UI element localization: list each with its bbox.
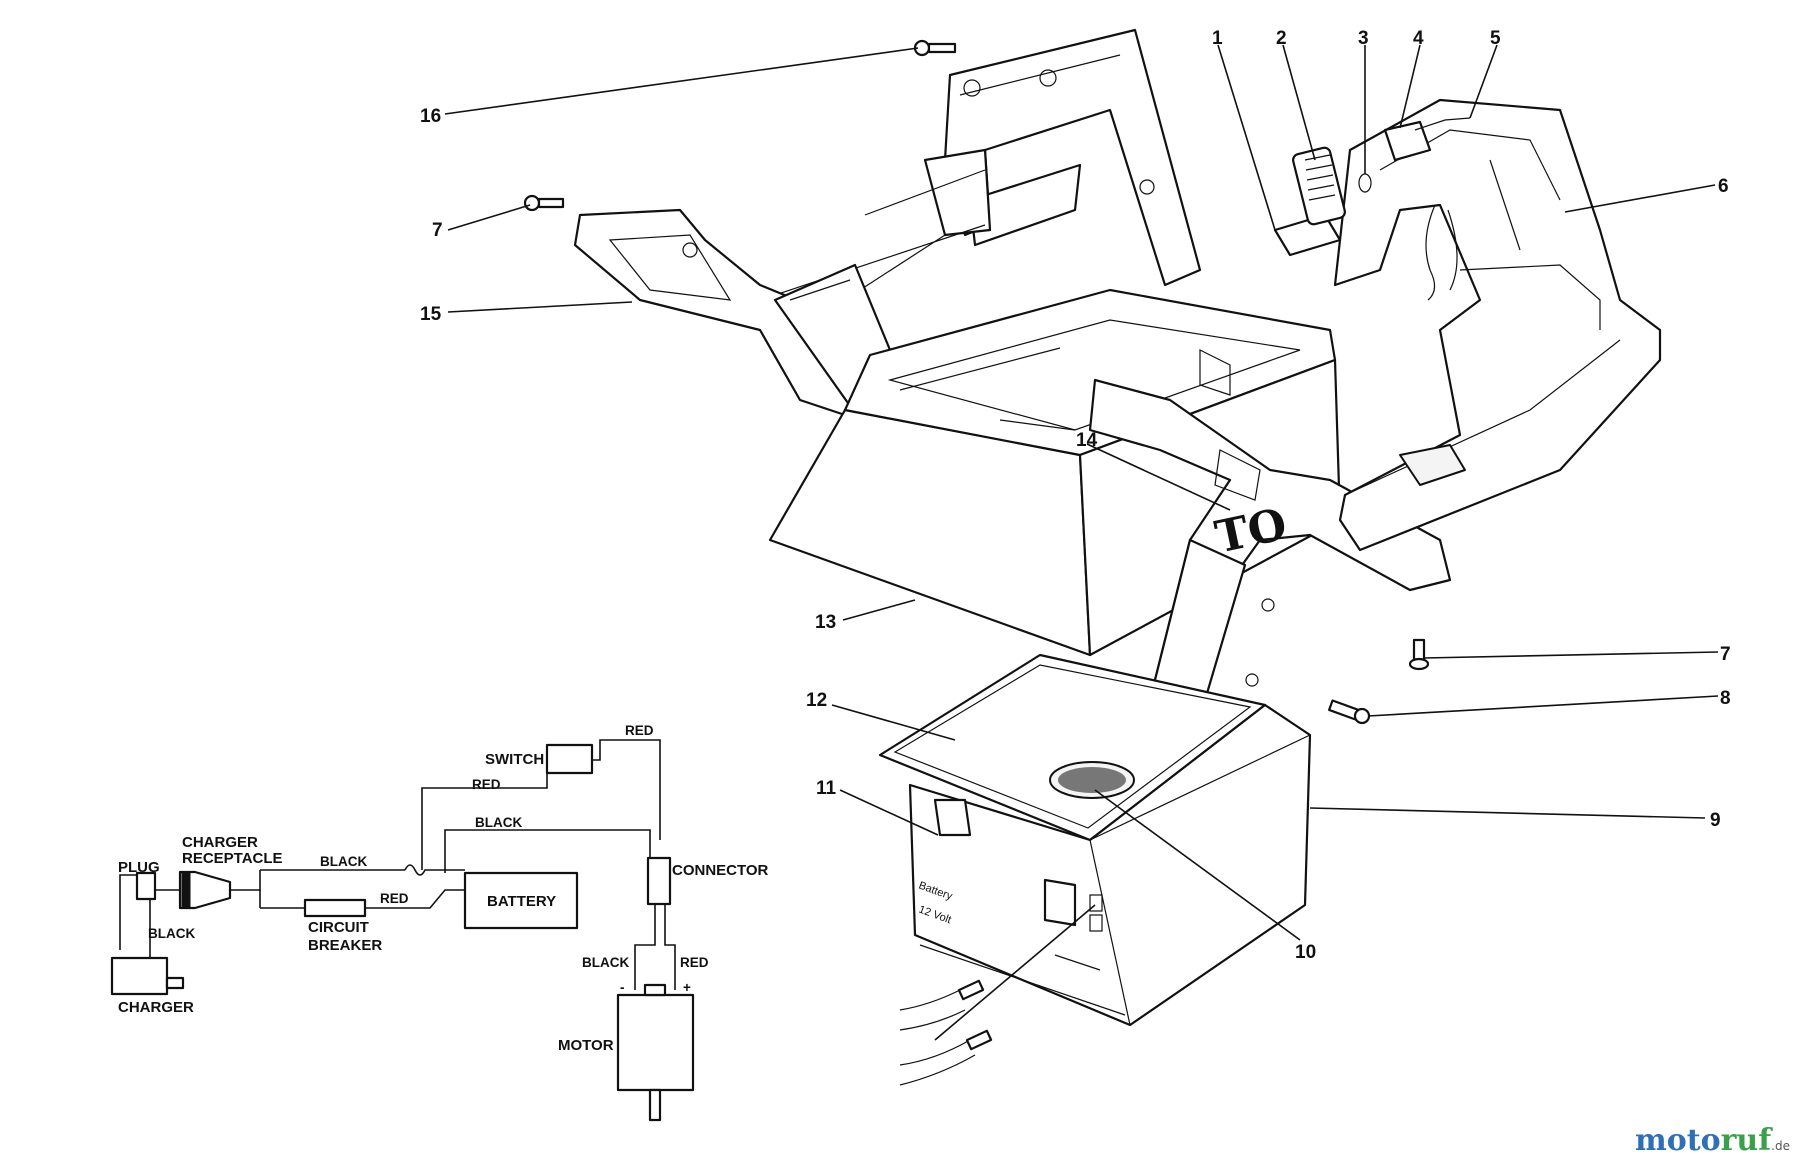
callout-6: 6 bbox=[1718, 176, 1729, 197]
callout-10: 10 bbox=[1295, 942, 1316, 963]
watermark-ruf: ruf bbox=[1721, 1123, 1774, 1158]
charger-receptacle-label-1: CHARGER bbox=[182, 834, 258, 851]
wire-label-red-switch-left: RED bbox=[472, 777, 501, 792]
part-16-rear-bracket bbox=[759, 28, 1202, 301]
callout-16: 16 bbox=[420, 106, 441, 127]
parts-1-5-switch-assembly bbox=[1273, 117, 1471, 301]
callout-4: 4 bbox=[1413, 28, 1424, 49]
leader-lines bbox=[444, 44, 1719, 1041]
charger-receptacle-label-2: RECEPTACLE bbox=[182, 850, 283, 867]
part-13-body-cover bbox=[768, 288, 1342, 657]
battery-component bbox=[463, 871, 579, 930]
callout-3: 3 bbox=[1358, 28, 1369, 49]
wire-label-red-switch-top: RED bbox=[625, 723, 654, 738]
motor-component bbox=[616, 983, 695, 1122]
wiring-diagram: SWITCH CHARGER RECEPTACLE PLUG CHARGER B… bbox=[110, 723, 769, 1122]
callout-11: 11 bbox=[816, 778, 837, 799]
connector-component bbox=[646, 856, 672, 906]
callout-numbers: 1 2 3 4 5 6 16 7 15 14 13 7 8 12 11 9 10 bbox=[420, 28, 1731, 963]
switch-label: SWITCH bbox=[485, 751, 544, 768]
wire-label-black-upper: BLACK bbox=[475, 815, 522, 830]
callout-7-upper: 7 bbox=[432, 220, 443, 241]
charger-receptacle-ring bbox=[181, 871, 191, 909]
wire-label-black-receptacle: BLACK bbox=[320, 854, 367, 869]
wire-label-red-motor: RED bbox=[680, 955, 709, 970]
watermark-moto: moto bbox=[1635, 1123, 1721, 1158]
callout-14: 14 bbox=[1076, 430, 1098, 451]
watermark-logo: motoruf.de bbox=[1635, 1123, 1790, 1158]
callout-7-lower: 7 bbox=[1720, 644, 1731, 665]
connector-label: CONNECTOR bbox=[672, 862, 769, 879]
exploded-view: TO Battery 12 Volt 1 2 3 4 5 6 16 7 15 1… bbox=[420, 28, 1731, 1086]
charger-label: CHARGER bbox=[118, 999, 194, 1016]
circuit-breaker-component bbox=[303, 898, 367, 918]
motor-plus-label: + bbox=[683, 980, 691, 995]
part-15-handle bbox=[573, 208, 892, 422]
fasteners bbox=[523, 39, 1430, 725]
part-steering-bar bbox=[1088, 378, 1452, 702]
watermark-de: .de bbox=[1771, 1139, 1790, 1153]
screw-7-upper bbox=[523, 194, 565, 212]
callout-13: 13 bbox=[815, 612, 836, 633]
callout-1: 1 bbox=[1212, 28, 1223, 49]
wire-label-black-motor: BLACK bbox=[582, 955, 629, 970]
motor-minus-label: - bbox=[620, 980, 625, 995]
battery-label: BATTERY bbox=[487, 893, 556, 910]
callout-5: 5 bbox=[1490, 28, 1501, 49]
switch-component bbox=[545, 743, 594, 775]
battery-leads bbox=[899, 979, 993, 1086]
callout-8: 8 bbox=[1720, 688, 1731, 709]
callout-9: 9 bbox=[1710, 810, 1721, 831]
callout-15: 15 bbox=[420, 304, 442, 325]
screw-7-lower bbox=[1408, 638, 1430, 671]
wire-label-red-breaker: RED bbox=[380, 891, 409, 906]
charger-stub bbox=[165, 976, 185, 990]
svg-text:motoruf.de: motoruf.de bbox=[1635, 1123, 1790, 1158]
charger-component bbox=[110, 956, 169, 996]
plug-component bbox=[135, 871, 157, 901]
screw-16 bbox=[913, 39, 957, 57]
part-6-rear-frame bbox=[1333, 98, 1662, 552]
callout-2: 2 bbox=[1276, 28, 1287, 49]
circuit-breaker-label-1: CIRCUIT bbox=[308, 919, 369, 936]
screw-8 bbox=[1328, 699, 1371, 725]
motor-label: MOTOR bbox=[558, 1037, 614, 1054]
part-9-battery-case bbox=[908, 703, 1312, 1027]
charger-receptacle-component bbox=[178, 870, 232, 910]
callout-12: 12 bbox=[806, 690, 827, 711]
wire-label-black-charger: BLACK bbox=[148, 926, 195, 941]
circuit-breaker-label-2: BREAKER bbox=[308, 937, 382, 954]
plug-label: PLUG bbox=[118, 859, 160, 876]
